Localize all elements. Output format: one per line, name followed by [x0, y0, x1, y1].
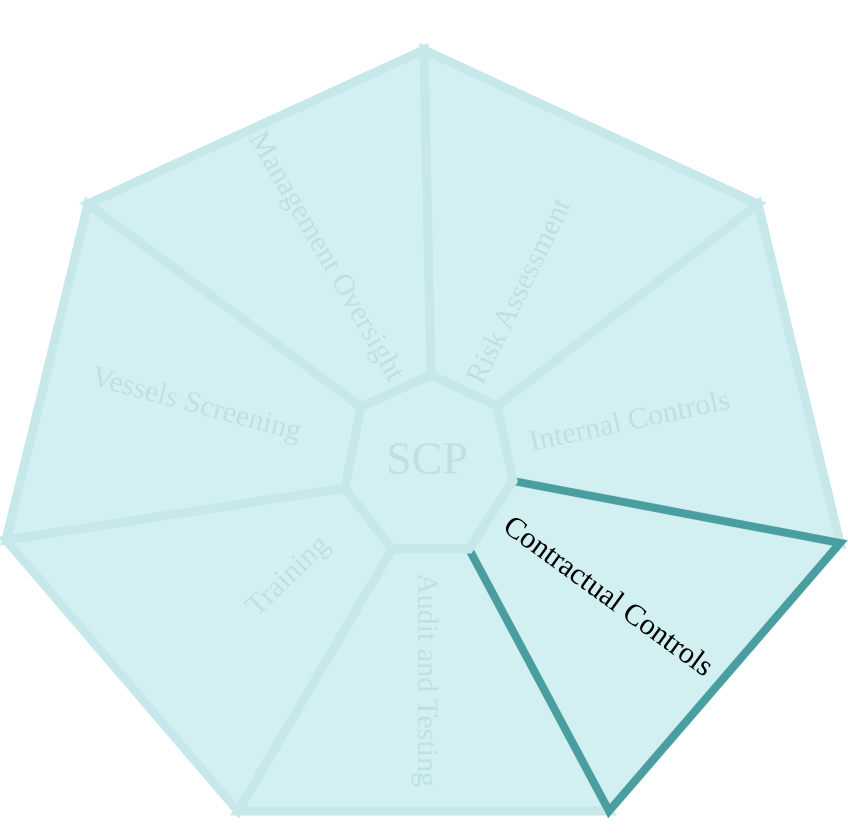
- center-label: SCP: [386, 433, 468, 484]
- diagram-segments: [0, 42, 848, 819]
- center-hub[interactable]: [340, 370, 518, 554]
- segment-label-audit-and-testing: Audit and Testing: [411, 573, 444, 787]
